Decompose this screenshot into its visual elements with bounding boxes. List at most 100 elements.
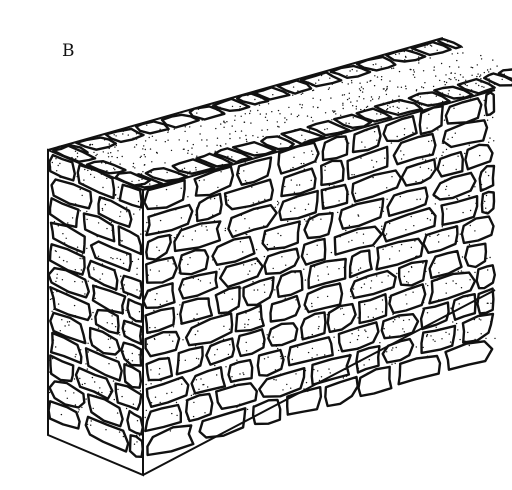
stipple-dot (354, 192, 357, 194)
stipple-dot (113, 134, 115, 136)
stipple-dot (205, 250, 207, 253)
stipple-dot (451, 136, 453, 139)
stipple-dot (488, 141, 490, 143)
stipple-dot (311, 305, 313, 308)
stipple-dot (400, 86, 403, 89)
stipple-dot (227, 160, 229, 162)
stipple-dot (259, 113, 261, 115)
stipple-dot (492, 59, 494, 61)
stipple-dot (172, 263, 174, 265)
stipple-dot (220, 171, 222, 173)
stipple-dot (431, 140, 433, 142)
stipple-dot (474, 271, 476, 274)
stipple-dot (284, 297, 286, 299)
end-stone (49, 286, 92, 322)
end-stone (84, 415, 130, 453)
end-stone (123, 363, 143, 389)
stipple-dot (136, 267, 138, 269)
coping-stone (306, 119, 351, 137)
stipple-dot (158, 270, 160, 272)
stipple-dot (90, 420, 92, 422)
wall-stone (175, 345, 204, 376)
wall-stone (358, 293, 388, 325)
stipple-dot (93, 269, 95, 271)
stipple-dot (127, 134, 129, 136)
stipple-dot (411, 49, 413, 52)
stipple-dot (192, 143, 194, 146)
stipple-dot (126, 211, 128, 213)
stipple-dot (400, 158, 403, 160)
stipple-dot (86, 423, 89, 426)
stipple-dot (198, 179, 201, 182)
stipple-dot (49, 359, 51, 361)
stipple-dot (105, 285, 107, 287)
stipple-dot (197, 358, 200, 360)
stipple-dot (403, 275, 406, 278)
stipple-dot (429, 44, 432, 46)
stipple-dot (200, 378, 202, 380)
stipple-dot (178, 173, 180, 176)
wall-stone (380, 313, 420, 340)
stipple-dot (345, 259, 347, 261)
stipple-dot (201, 119, 203, 121)
stipple-dot (322, 201, 325, 204)
stipple-dot (74, 315, 77, 317)
stipple-dot (252, 405, 255, 407)
stipple-dot (416, 198, 418, 201)
stipple-dot (426, 333, 429, 336)
stipple-dot (93, 233, 96, 235)
wall-stone (420, 324, 457, 355)
stipple-dot (486, 302, 488, 304)
stipple-dot (180, 323, 182, 325)
stipple-dot (114, 169, 116, 171)
stipple-dot (140, 233, 142, 235)
stipple-dot (397, 99, 399, 101)
stipple-dot (422, 70, 425, 72)
stipple-dot (221, 163, 223, 166)
coping-stone (433, 85, 474, 100)
stipple-dot (411, 184, 413, 186)
stipple-dot (429, 219, 431, 221)
stipple-dot (89, 202, 91, 204)
stipple-dot (74, 150, 77, 152)
wall-stone (397, 354, 442, 386)
stipple-dot (299, 223, 302, 225)
stipple-dot (427, 92, 429, 95)
stipple-dot (137, 365, 139, 367)
stipple-dot (108, 219, 111, 222)
stipple-dot (291, 358, 293, 361)
wall-stone (144, 256, 179, 284)
stipple-dot (341, 94, 344, 96)
stipple-dot (410, 68, 412, 71)
wall-stone (300, 237, 327, 266)
stipple-dot (107, 156, 110, 158)
stipple-dot (112, 258, 114, 260)
stipple-dot (135, 138, 138, 140)
stipple-dot (150, 402, 153, 404)
stipple-dot (138, 241, 140, 243)
stipple-dot (326, 314, 328, 316)
stipple-dot (118, 431, 121, 433)
stipple-dot (480, 78, 482, 80)
stipple-dot (381, 119, 383, 121)
stipple-dot (258, 104, 261, 106)
stipple-dot (366, 372, 369, 374)
stipple-dot (243, 121, 246, 123)
stipple-dot (301, 104, 304, 106)
stipple-dot (226, 121, 228, 123)
end-stone (97, 195, 133, 229)
stipple-dot (320, 376, 323, 378)
stipple-dot (64, 325, 66, 327)
stipple-dot (445, 81, 448, 84)
stipple-dot (335, 260, 337, 262)
stipple-dot (477, 310, 480, 312)
stipple-dot (458, 303, 460, 305)
stipple-dot (256, 151, 258, 154)
stipple-dot (309, 216, 311, 218)
stipple-dot (100, 173, 103, 175)
stipple-dot (192, 393, 195, 395)
stipple-dot (445, 185, 448, 188)
stipple-dot (263, 358, 266, 360)
stipple-dot (440, 102, 442, 105)
stipple-dot (277, 125, 279, 128)
